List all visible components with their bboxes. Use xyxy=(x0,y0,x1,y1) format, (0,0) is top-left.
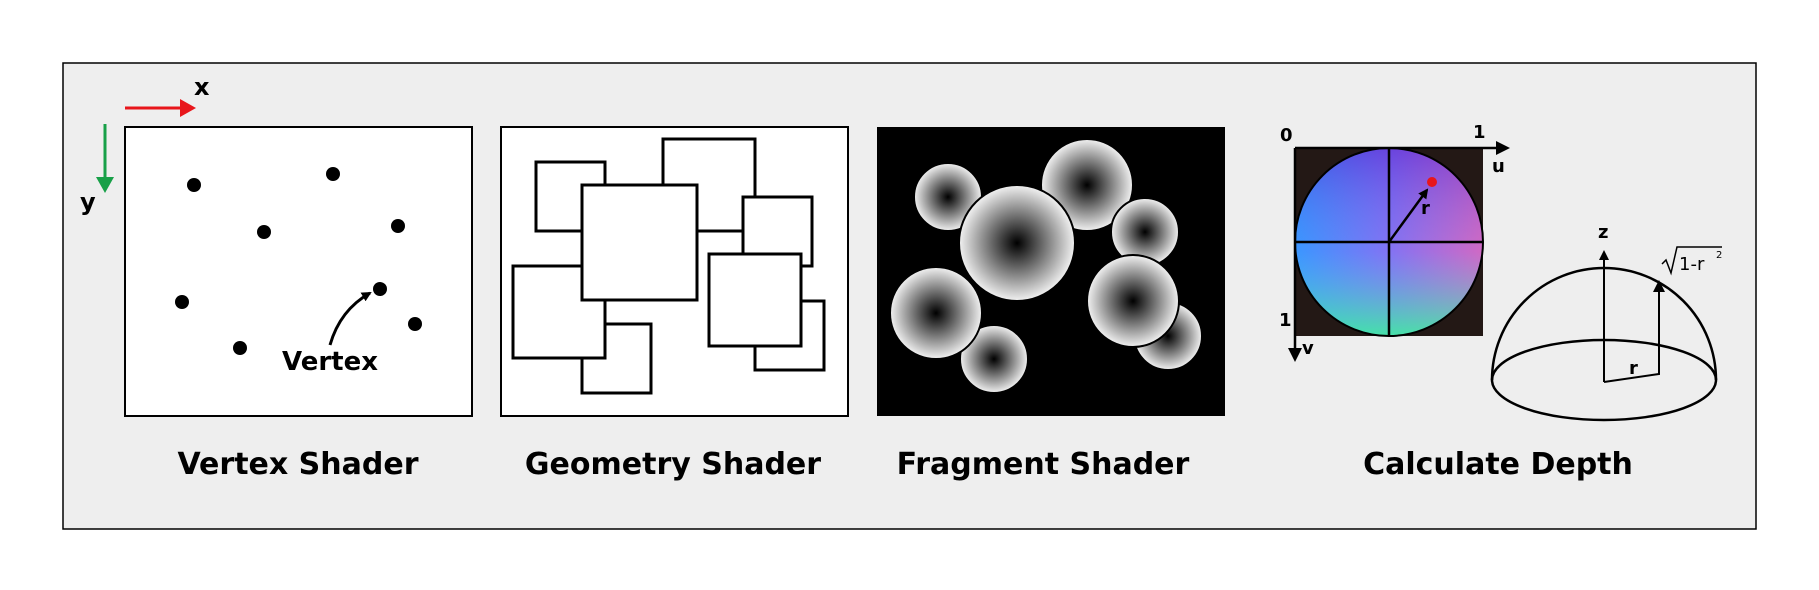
vertex-point xyxy=(391,219,405,233)
height-formula: 1-r 2 xyxy=(1661,246,1722,276)
vertex-point xyxy=(187,178,201,192)
calculate-depth-caption: Calculate Depth xyxy=(1363,447,1633,482)
z-axis-label: z xyxy=(1598,222,1608,243)
quad-square xyxy=(580,183,699,302)
v-axis-label: v xyxy=(1302,338,1314,359)
depth-panel: r u v 0 1 1 z r 1-r 2 xyxy=(1279,122,1722,422)
vertex-panel-box xyxy=(124,126,473,417)
axis-indicator: x y xyxy=(80,73,210,216)
vertex-point xyxy=(326,167,340,181)
vertex-point xyxy=(257,225,271,239)
hemisphere-radius-label: r xyxy=(1629,358,1638,379)
fragment-shader-caption: Fragment Shader xyxy=(897,447,1190,482)
impostor-sphere xyxy=(959,324,1029,394)
y-axis-label: y xyxy=(80,188,96,216)
vertex-annotation-label: Vertex xyxy=(282,347,378,377)
vertex-panel: Vertex xyxy=(124,126,473,417)
vertex-shader-caption: Vertex Shader xyxy=(177,447,418,482)
uv-sample-point xyxy=(1427,177,1437,187)
vertex-point xyxy=(373,282,387,296)
geometry-shader-caption: Geometry Shader xyxy=(525,447,821,482)
geometry-panel xyxy=(500,126,849,417)
v-axis-arrowhead xyxy=(1288,348,1302,362)
vertex-point xyxy=(175,295,189,309)
uv-radius-label: r xyxy=(1421,198,1430,219)
v-max-label: 1 xyxy=(1279,310,1292,331)
quad-square xyxy=(707,252,803,348)
u-max-label: 1 xyxy=(1473,122,1486,143)
sqrt-symbol xyxy=(1661,246,1722,276)
height-arrowhead xyxy=(1653,280,1665,292)
vertex-point xyxy=(233,341,247,355)
height-line xyxy=(1603,290,1660,383)
impostor-sphere xyxy=(958,184,1076,302)
y-axis-arrowhead xyxy=(96,177,114,193)
x-axis-arrowhead xyxy=(180,99,196,117)
height-formula-exponent: 2 xyxy=(1716,250,1722,261)
u-axis-arrowhead xyxy=(1496,141,1510,155)
height-formula-text: 1-r xyxy=(1679,254,1705,275)
vertex-annotation-arrow xyxy=(328,291,372,346)
u-axis-label: u xyxy=(1492,156,1505,177)
vertex-point xyxy=(408,317,422,331)
uv-radius-arrow xyxy=(1387,188,1429,243)
impostor-sphere xyxy=(1086,254,1180,348)
impostor-sphere xyxy=(889,266,983,360)
uv-origin-label: 0 xyxy=(1280,125,1293,146)
fragment-panel xyxy=(877,127,1225,416)
x-axis-label: x xyxy=(194,73,210,101)
